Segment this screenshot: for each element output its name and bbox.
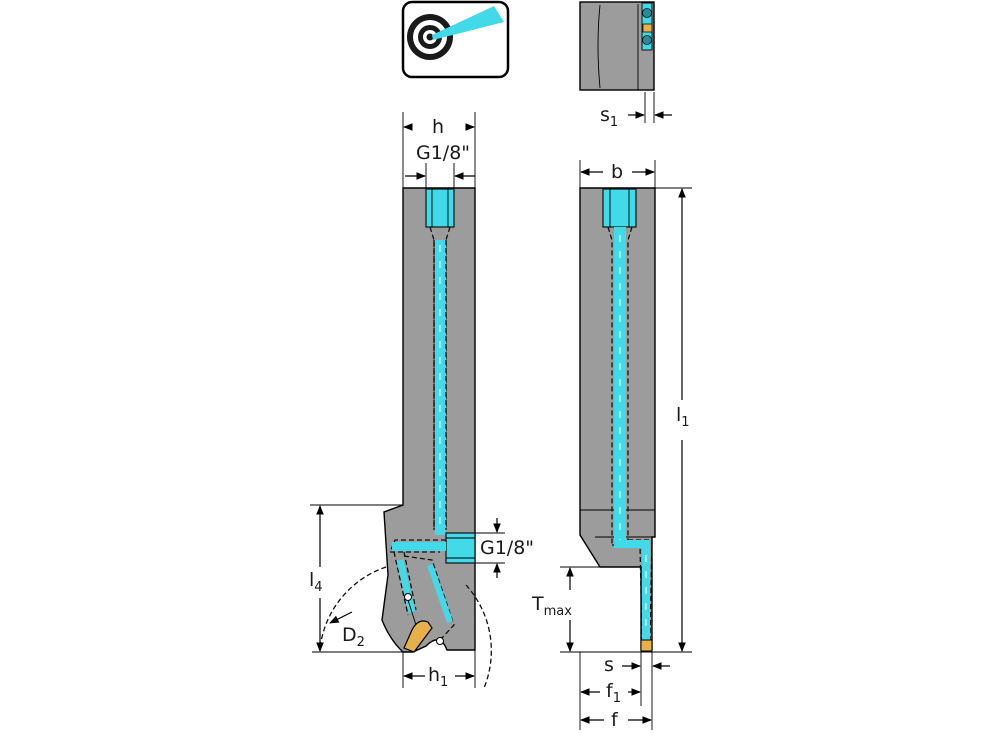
h-label: h [432, 116, 444, 138]
s-label: s [604, 654, 614, 676]
dim-thread-side [475, 518, 505, 578]
internal-coolant-target-icon [401, 0, 510, 79]
f-label: f [611, 709, 619, 731]
dim-f [580, 682, 653, 730]
dim-l4 [310, 504, 330, 652]
dim-h [402, 112, 476, 188]
dim-f1 [579, 652, 641, 730]
dim-thread-top [405, 163, 475, 188]
l4-label: l4 [309, 569, 323, 595]
thread-side-label: G1/8" [480, 537, 534, 559]
dim-s [622, 652, 670, 706]
f1-label: f1 [606, 680, 621, 706]
dim-l1 [655, 187, 692, 652]
d2-label: D2 [342, 624, 365, 650]
b-label: b [611, 161, 623, 183]
front-view [560, 187, 692, 653]
l1-label: l1 [676, 404, 690, 430]
h1-label: h1 [428, 664, 448, 690]
d2-arrow [329, 611, 353, 624]
s1-label: s1 [600, 104, 618, 130]
tmax-label: Tmax [531, 593, 572, 619]
end-view [579, 1, 672, 123]
side-view [312, 187, 492, 689]
thread-top-label: G1/8" [416, 142, 470, 164]
dim-h1 [402, 650, 476, 688]
dim-b [579, 160, 656, 188]
